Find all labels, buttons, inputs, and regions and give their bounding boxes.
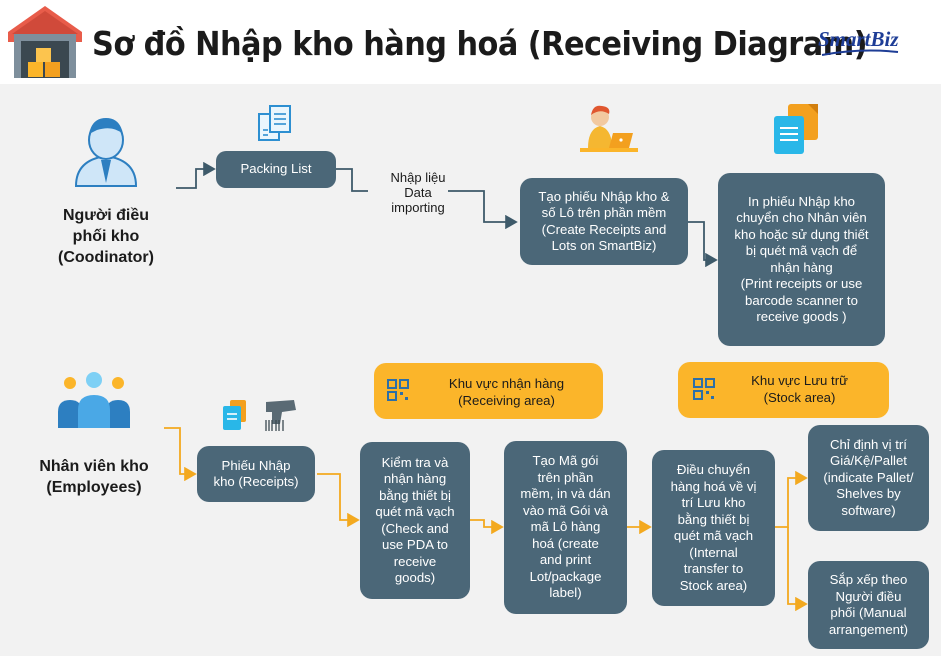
receipts-box: Phiếu Nhập kho (Receipts) [197,446,315,502]
arrow-transfer-to-arrange [787,527,808,612]
qr-code-icon [387,379,409,401]
packing-list-box: Packing List [216,151,336,188]
header-bar [0,0,941,84]
arrow-check-to-label [470,519,504,535]
qr-code-icon [693,378,715,400]
arrow-coordinator-to-packing [176,161,216,189]
smartbiz-logo: SmartBiz [818,27,899,51]
arrow-employees-to-receipts [164,427,197,482]
stock-area-label: Khu vực Lưu trữ (Stock area) [751,373,848,405]
arrow-transfer-to-assign [775,470,808,528]
page-title: Sơ đồ Nhập kho hàng hoá (Receiving Diagr… [92,24,868,63]
print-receipts-box: In phiếu Nhập kho chuyển cho Nhân viên k… [718,173,885,346]
stock-area-zone: Khu vực Lưu trữ (Stock area) [678,362,889,418]
create-label-box: Tạo Mã gói trên phần mềm, in và dán vào … [504,441,627,614]
receiving-area-zone: Khu vực nhận hàng (Receiving area) [374,363,603,419]
create-receipts-box: Tạo phiếu Nhập kho & số Lô trên phần mềm… [520,178,688,265]
internal-transfer-box: Điều chuyển hàng hoá về vị trí Lưu kho b… [652,450,775,606]
receiving-area-label: Khu vực nhận hàng (Receiving area) [448,376,565,408]
role-coordinator: Người điều phối kho (Coodinator) [58,207,154,266]
arrow-receipts-to-check [317,473,360,528]
role-employees: Nhân viên kho (Employees) [39,458,149,496]
check-receive-box: Kiểm tra và nhận hàng bằng thiết bị quét… [360,442,470,599]
arrow-packing-to-create [336,168,368,192]
arrow-create-to-print [688,221,718,268]
assign-location-box: Chỉ định vị trí Giá/Kệ/Pallet (indicate … [808,425,929,531]
manual-arrangement-box: Sắp xếp theo Người điều phối (Manual arr… [808,561,929,649]
data-importing-note: Nhập liệu Data importing [390,170,446,215]
